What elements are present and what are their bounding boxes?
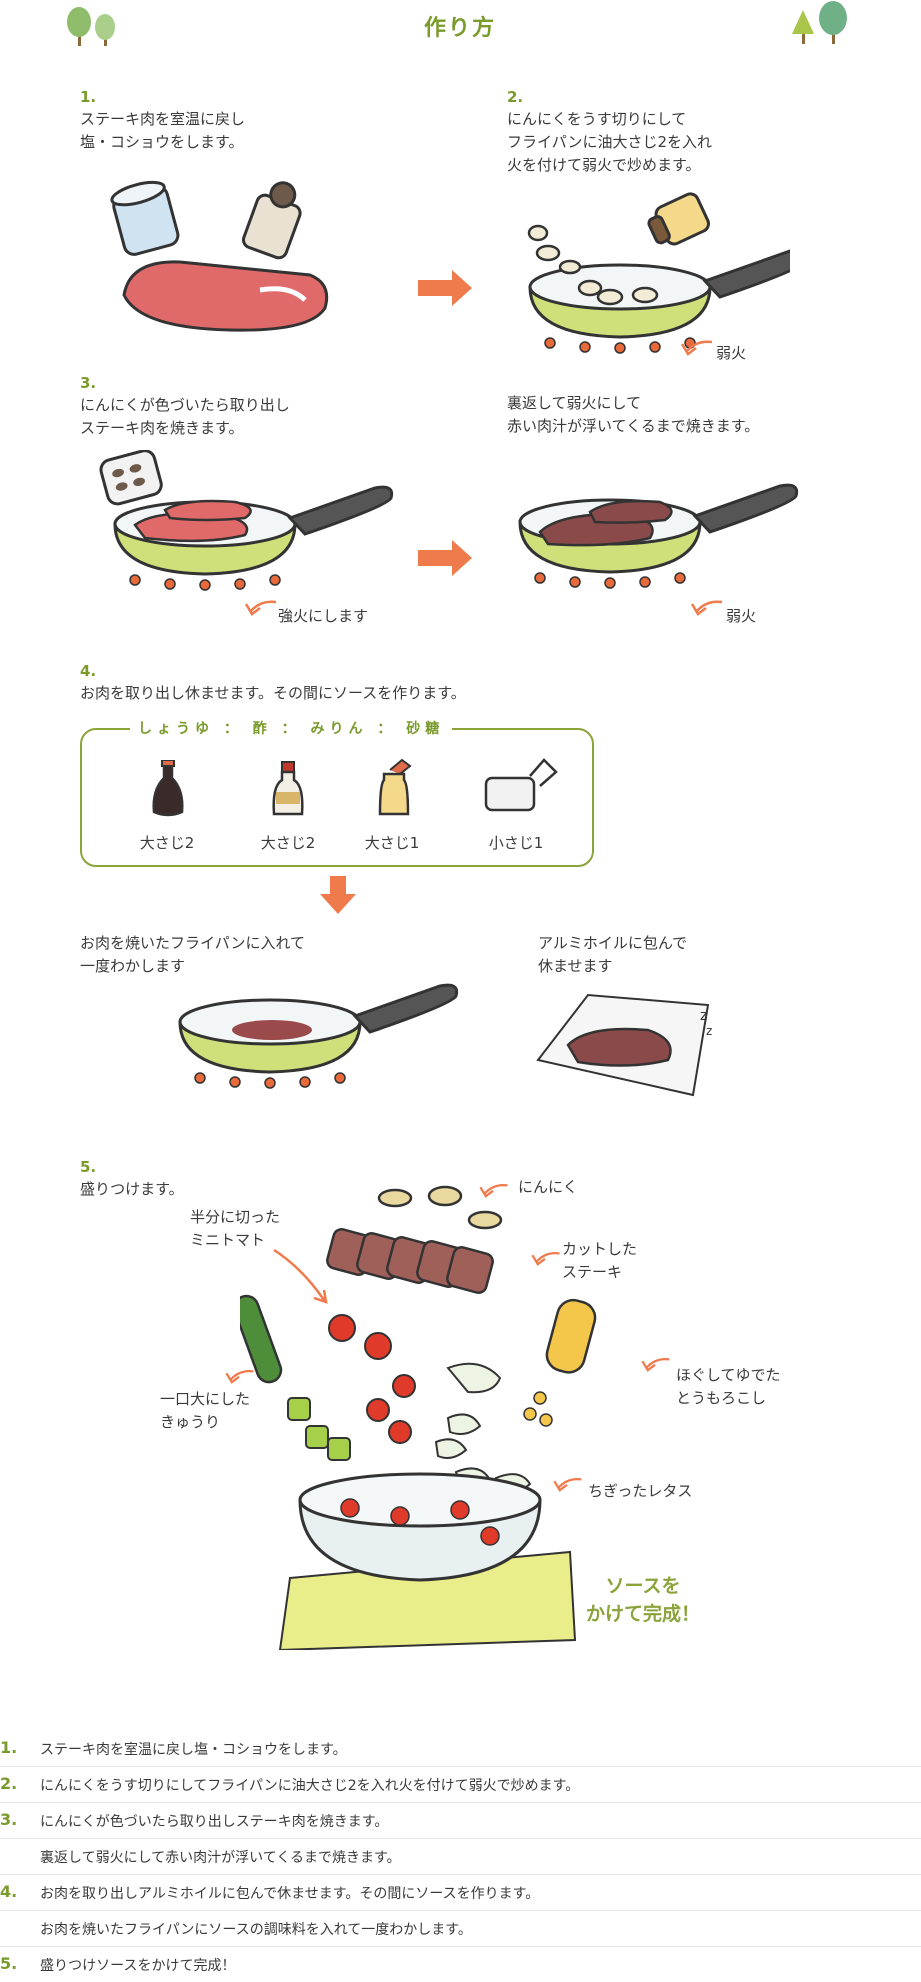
step3b-heat-label: 弱火 <box>726 607 757 625</box>
steak-pan-illustration <box>99 450 394 592</box>
tree-right-icon <box>792 1 847 44</box>
tree-left-icon <box>67 7 115 46</box>
step3-number: 3. <box>80 374 97 392</box>
list-item: 裏返して弱火にして赤い肉汁が浮いてくるまで焼きます。 <box>0 1838 921 1875</box>
sauce-item-name: みりん <box>310 721 368 737</box>
sauce-amount-vinegar: 大さじ2 <box>260 834 316 852</box>
step1-number: 1. <box>80 88 97 106</box>
arrow-icon <box>680 340 712 356</box>
step4-text: お肉を取り出し休ませます。その間にソースを作ります。 <box>80 684 466 702</box>
garlic-pan-illustration <box>527 192 790 355</box>
sauce-ingredients-header: しょうゆ ： 酢 ： みりん ： 砂糖 <box>130 718 453 738</box>
step2-heat-label: 弱火 <box>716 344 747 362</box>
arrow-icon <box>479 1184 508 1198</box>
arrow-icon <box>641 1358 670 1372</box>
tomato-pointer-arrow-icon <box>273 1248 328 1304</box>
arrow-right-icon <box>418 270 472 306</box>
sauce-boil-illustration <box>178 983 459 1090</box>
arrow-right-icon <box>418 540 472 576</box>
step3-text: にんにくが色づいたら取り出し ステーキ肉を焼きます。 <box>80 396 290 437</box>
step4-number: 4. <box>80 662 97 680</box>
label-tomato: 半分に切った ミニトマト <box>190 1208 281 1249</box>
step2-number: 2. <box>507 88 524 106</box>
step1-text: ステーキ肉を室温に戻し 塩・コショウをします。 <box>80 110 246 151</box>
sauce-amount-mirin: 大さじ1 <box>364 834 420 852</box>
summary-list: 1. ステーキ肉を室温に戻し塩・コショウをします。 2. にんにくをうす切りにし… <box>0 1730 921 1974</box>
sauce-item-name: しょうゆ <box>138 721 214 737</box>
list-item: 1. ステーキ肉を室温に戻し塩・コショウをします。 <box>0 1730 921 1767</box>
foil-wrapped-steak-illustration: z z <box>536 993 712 1097</box>
header: 作り方 <box>0 0 921 50</box>
step5-text: 盛りつけます。 <box>80 1180 184 1198</box>
step4b-text: お肉を焼いたフライパンに入れて 一度わかします <box>80 934 306 975</box>
label-cucumber: 一口大にした きゅうり <box>160 1390 251 1431</box>
list-item: 3. にんにくが色づいたら取り出しステーキ肉を焼きます。 <box>0 1802 921 1839</box>
step3-heat-label: 強火にします <box>278 607 369 625</box>
arrow-down-icon <box>320 876 356 914</box>
sauce-item-name: 酢 <box>252 721 272 737</box>
arrow-icon <box>531 1252 560 1266</box>
list-item: お肉を焼いたフライパンにソースの調味料を入れて一度わかします。 <box>0 1910 921 1947</box>
svg-text:z: z <box>700 1008 707 1024</box>
label-steak: カットした ステーキ <box>562 1240 638 1281</box>
sauce-item-name: 砂糖 <box>406 721 445 737</box>
step5-number: 5. <box>80 1158 97 1176</box>
finish-label: ソースを かけて完成！ <box>585 1575 700 1625</box>
vinegar-bottle-icon <box>272 761 304 816</box>
step3b-text: 裏返して弱火にして 赤い肉汁が浮いてくるまで焼きます。 <box>507 394 760 435</box>
arrow-icon <box>244 600 276 616</box>
label-garlic: にんにく <box>518 1178 578 1196</box>
steak-seasoning-illustration <box>110 180 329 332</box>
arrow-icon <box>225 1370 254 1384</box>
steak-flip-illustration <box>518 483 799 590</box>
salad-plating-illustration <box>240 1185 597 1650</box>
page-title: 作り方 <box>423 16 496 41</box>
list-item: 4. お肉を取り出しアルミホイルに包んで休ませます。その間にソースを作ります。 <box>0 1874 921 1911</box>
list-item: 2. にんにくをうす切りにしてフライパンに油大さじ2を入れ火を付けて弱火で炒めま… <box>0 1766 921 1803</box>
arrow-icon <box>690 600 722 616</box>
label-corn: ほぐしてゆでた とうもろこし <box>676 1366 781 1407</box>
svg-text:z: z <box>706 1024 712 1038</box>
step2-text: にんにくをうす切りにして フライパンに油大さじ2を入れ 火を付けて弱火で炒めます… <box>507 110 712 174</box>
mirin-bottle-icon <box>378 758 412 816</box>
sauce-amount-sugar: 小さじ1 <box>488 834 544 852</box>
soy-sauce-bottle-icon <box>152 760 184 817</box>
sauce-amount-soy: 大さじ2 <box>139 834 195 852</box>
sugar-container-icon <box>484 758 558 812</box>
label-lettuce: ちぎったレタス <box>588 1482 693 1500</box>
step4c-text: アルミホイルに包んで 休ませます <box>538 934 688 975</box>
list-item: 5. 盛りつけソースをかけて完成！ <box>0 1954 236 1974</box>
arrow-icon <box>553 1478 582 1492</box>
